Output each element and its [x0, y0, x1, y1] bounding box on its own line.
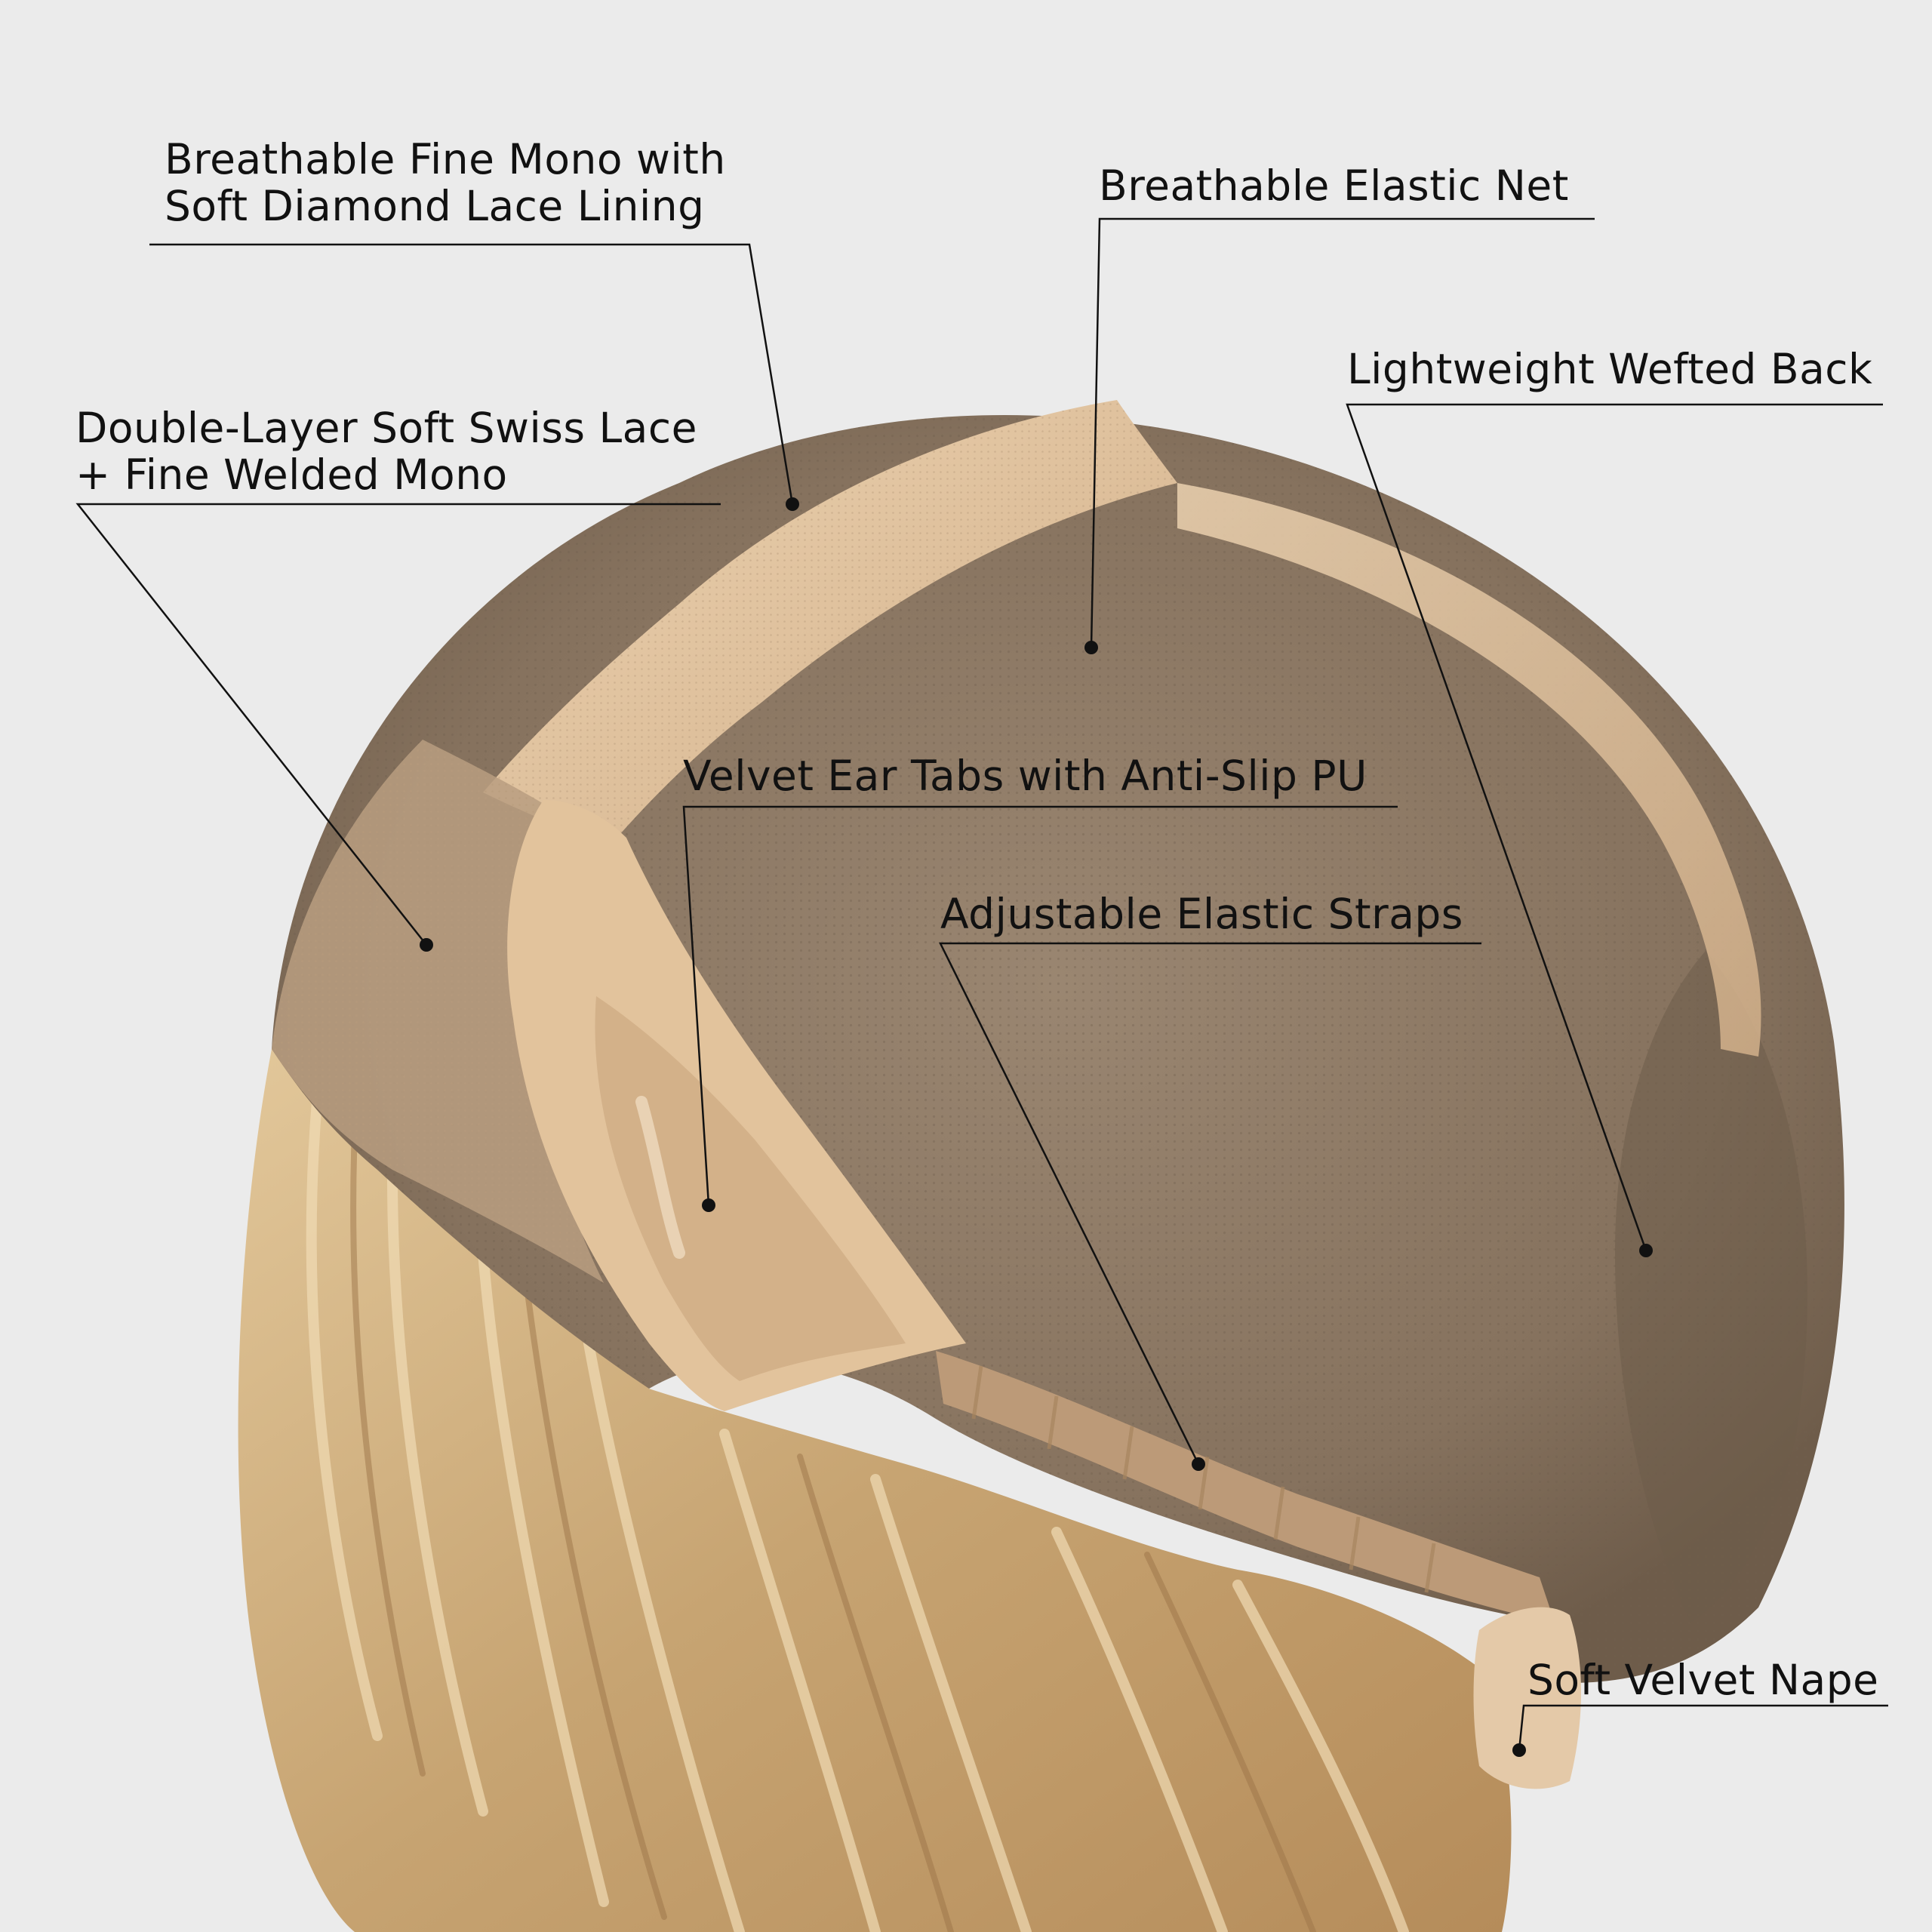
- leader-dots: [420, 497, 1653, 1757]
- wig-cap: [272, 400, 1844, 1789]
- ear-tab: [507, 800, 966, 1411]
- label-elastic-straps: Adjustable Elastic Straps: [940, 890, 1463, 938]
- label-wefted-back: Lightweight Wefted Back: [1347, 345, 1873, 393]
- label-front-mono: Breathable Fine Mono with Soft Diamond L…: [165, 135, 726, 230]
- label-elastic-net: Breathable Elastic Net: [1099, 162, 1569, 210]
- label-velvet-nape: Soft Velvet Nape: [1527, 1656, 1879, 1704]
- label-side-lace: Double-Layer Soft Swiss Lace + Fine Weld…: [75, 404, 697, 499]
- label-ear-tabs: Velvet Ear Tabs with Anti-Slip PU: [683, 752, 1367, 800]
- hair: [238, 1049, 1512, 1932]
- leader-lines: [75, 217, 1888, 1751]
